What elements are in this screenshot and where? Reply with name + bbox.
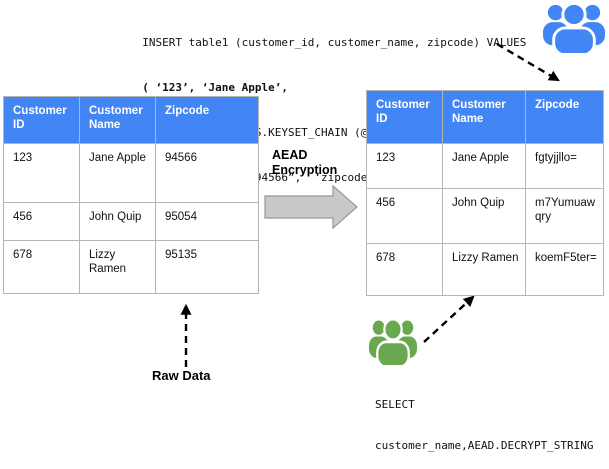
code-line: customer_name,AEAD.DECRYPT_STRING bbox=[375, 438, 594, 452]
table-row: 123 Jane Apple 94566 bbox=[3, 143, 259, 203]
raw-data-table: Customer ID Customer Name Zipcode 123 Ja… bbox=[3, 96, 259, 294]
table-cell: m7Yumuawqry bbox=[525, 188, 604, 244]
table-cell: fgtyjjllo= bbox=[525, 143, 604, 189]
table-cell: 678 bbox=[3, 240, 80, 294]
table-cell: 678 bbox=[366, 243, 443, 296]
table-row: 123 Jane Apple fgtyjjllo= bbox=[366, 143, 604, 189]
table-header-cell: Zipcode bbox=[155, 96, 259, 144]
table-header-cell: Customer Name bbox=[442, 90, 526, 144]
table-cell: 95135 bbox=[155, 240, 259, 294]
table-cell: 123 bbox=[3, 143, 80, 203]
table-cell: Jane Apple bbox=[442, 143, 526, 189]
table-row: 456 John Quip 95054 bbox=[3, 202, 259, 241]
table-cell: John Quip bbox=[442, 188, 526, 244]
users-group-icon-green bbox=[369, 317, 417, 370]
table-cell: Jane Apple bbox=[79, 143, 156, 203]
raw-data-label: Raw Data bbox=[152, 368, 211, 383]
aead-encryption-label: AEAD Encryption bbox=[272, 148, 338, 177]
table-header-cell: Customer ID bbox=[3, 96, 80, 144]
table-row: 678 Lizzy Ramen koemF5ter= bbox=[366, 243, 604, 296]
code-line: INSERT table1 (customer_id, customer_nam… bbox=[129, 36, 527, 49]
code-line: ( ‘123’, ‘Jane Apple’, bbox=[129, 81, 288, 94]
table-cell: 456 bbox=[366, 188, 443, 244]
table-header-cell: Zipcode bbox=[525, 90, 604, 144]
dashed-arrow-select bbox=[423, 295, 475, 343]
table-cell: 456 bbox=[3, 202, 80, 241]
table-header-row: Customer ID Customer Name Zipcode bbox=[3, 96, 259, 144]
table-cell: 95054 bbox=[155, 202, 259, 241]
table-header-cell: Customer ID bbox=[366, 90, 443, 144]
table-cell: 94566 bbox=[155, 143, 259, 203]
code-line: SELECT bbox=[375, 398, 415, 411]
table-cell: Lizzy Ramen bbox=[442, 243, 526, 296]
table-header-cell: Customer Name bbox=[79, 96, 156, 144]
select-query-code: SELECT customer_name,AEAD.DECRYPT_STRING… bbox=[375, 371, 594, 469]
table-cell: Lizzy Ramen bbox=[79, 240, 156, 294]
users-group-icon-blue bbox=[543, 1, 605, 58]
table-cell: 123 bbox=[366, 143, 443, 189]
table-cell: koemF5ter= bbox=[525, 243, 604, 296]
table-row: 456 John Quip m7Yumuawqry bbox=[366, 188, 604, 244]
table-cell: John Quip bbox=[79, 202, 156, 241]
encrypted-data-table: Customer ID Customer Name Zipcode 123 Ja… bbox=[366, 90, 604, 296]
table-row: 678 Lizzy Ramen 95135 bbox=[3, 240, 259, 294]
table-header-row: Customer ID Customer Name Zipcode bbox=[366, 90, 604, 144]
